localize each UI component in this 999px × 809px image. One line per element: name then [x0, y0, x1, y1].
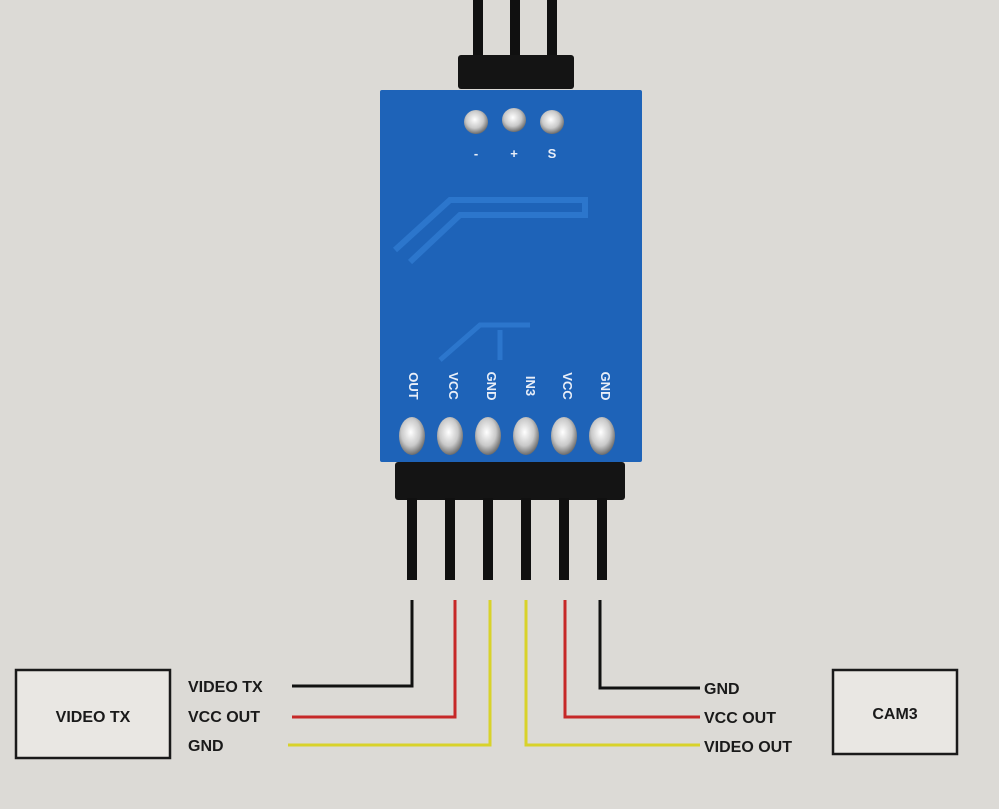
left-labels: VIDEO TX VCC OUT GND	[188, 679, 263, 755]
top-solder-pad	[540, 110, 564, 134]
top-pin-label-plus: +	[510, 146, 518, 161]
wire-gnd-right	[598, 600, 700, 690]
top-header	[458, 0, 574, 89]
wire-vcc-out-left	[292, 600, 457, 719]
pin-label-gnd-1: GND	[484, 372, 499, 401]
cam3-box: CAM3	[831, 668, 959, 756]
right-label-gnd: GND	[704, 681, 740, 698]
bottom-pin-4	[521, 498, 531, 580]
pcb-trace	[392, 197, 588, 265]
top-pin-label-signal: S	[548, 146, 557, 161]
pin-label-out: OUT	[406, 372, 421, 400]
pcb-board: - + S OUT VCC GND IN3 VCC GND	[380, 90, 642, 462]
bottom-solder-pads	[399, 417, 615, 455]
top-pin-2	[510, 0, 520, 62]
bottom-header-housing	[395, 462, 625, 500]
bottom-pin-1	[407, 498, 417, 580]
pcb-trace	[438, 322, 530, 362]
pin-label-gnd-2: GND	[598, 372, 613, 401]
wire-video-out	[524, 600, 700, 747]
right-label-vcc-out: VCC OUT	[704, 710, 776, 727]
bottom-solder-pad	[475, 417, 501, 455]
bottom-pin-3	[483, 498, 493, 580]
pin-label-vcc-2: VCC	[560, 372, 575, 400]
video-tx-box-frame	[14, 668, 172, 760]
video-tx-box-label: VIDEO TX	[56, 709, 131, 726]
video-tx-box: VIDEO TX	[14, 668, 172, 760]
bottom-solder-pad	[589, 417, 615, 455]
cam3-box-frame	[831, 668, 959, 756]
bottom-pin-2	[445, 498, 455, 580]
bottom-solder-pad	[399, 417, 425, 455]
wire-gnd-left	[288, 600, 492, 747]
wire-video-tx	[292, 600, 414, 688]
wires	[288, 600, 700, 747]
cam3-box-label: CAM3	[872, 706, 917, 723]
bottom-header	[395, 462, 625, 580]
wire-vcc-out-right	[563, 600, 700, 719]
left-label-gnd: GND	[188, 738, 224, 755]
right-labels: GND VCC OUT VIDEO OUT	[704, 681, 792, 756]
bottom-solder-pad	[437, 417, 463, 455]
top-pin-3	[547, 0, 557, 62]
bottom-pin-labels: OUT VCC GND IN3 VCC GND	[406, 372, 613, 401]
left-label-video-tx: VIDEO TX	[188, 679, 263, 696]
bottom-solder-pad	[513, 417, 539, 455]
bottom-pin-6	[597, 498, 607, 580]
right-label-video-out: VIDEO OUT	[704, 739, 792, 756]
pin-label-vcc-1: VCC	[446, 372, 461, 400]
top-pin-1	[473, 0, 483, 62]
top-solder-pad	[464, 110, 488, 134]
top-solder-pad	[502, 108, 526, 132]
bottom-solder-pad	[551, 417, 577, 455]
pcb-body	[380, 90, 642, 462]
bottom-pin-5	[559, 498, 569, 580]
pin-label-in3: IN3	[523, 376, 538, 396]
left-label-vcc-out: VCC OUT	[188, 709, 260, 726]
top-pin-label-minus: -	[474, 146, 478, 161]
top-header-housing	[458, 55, 574, 89]
